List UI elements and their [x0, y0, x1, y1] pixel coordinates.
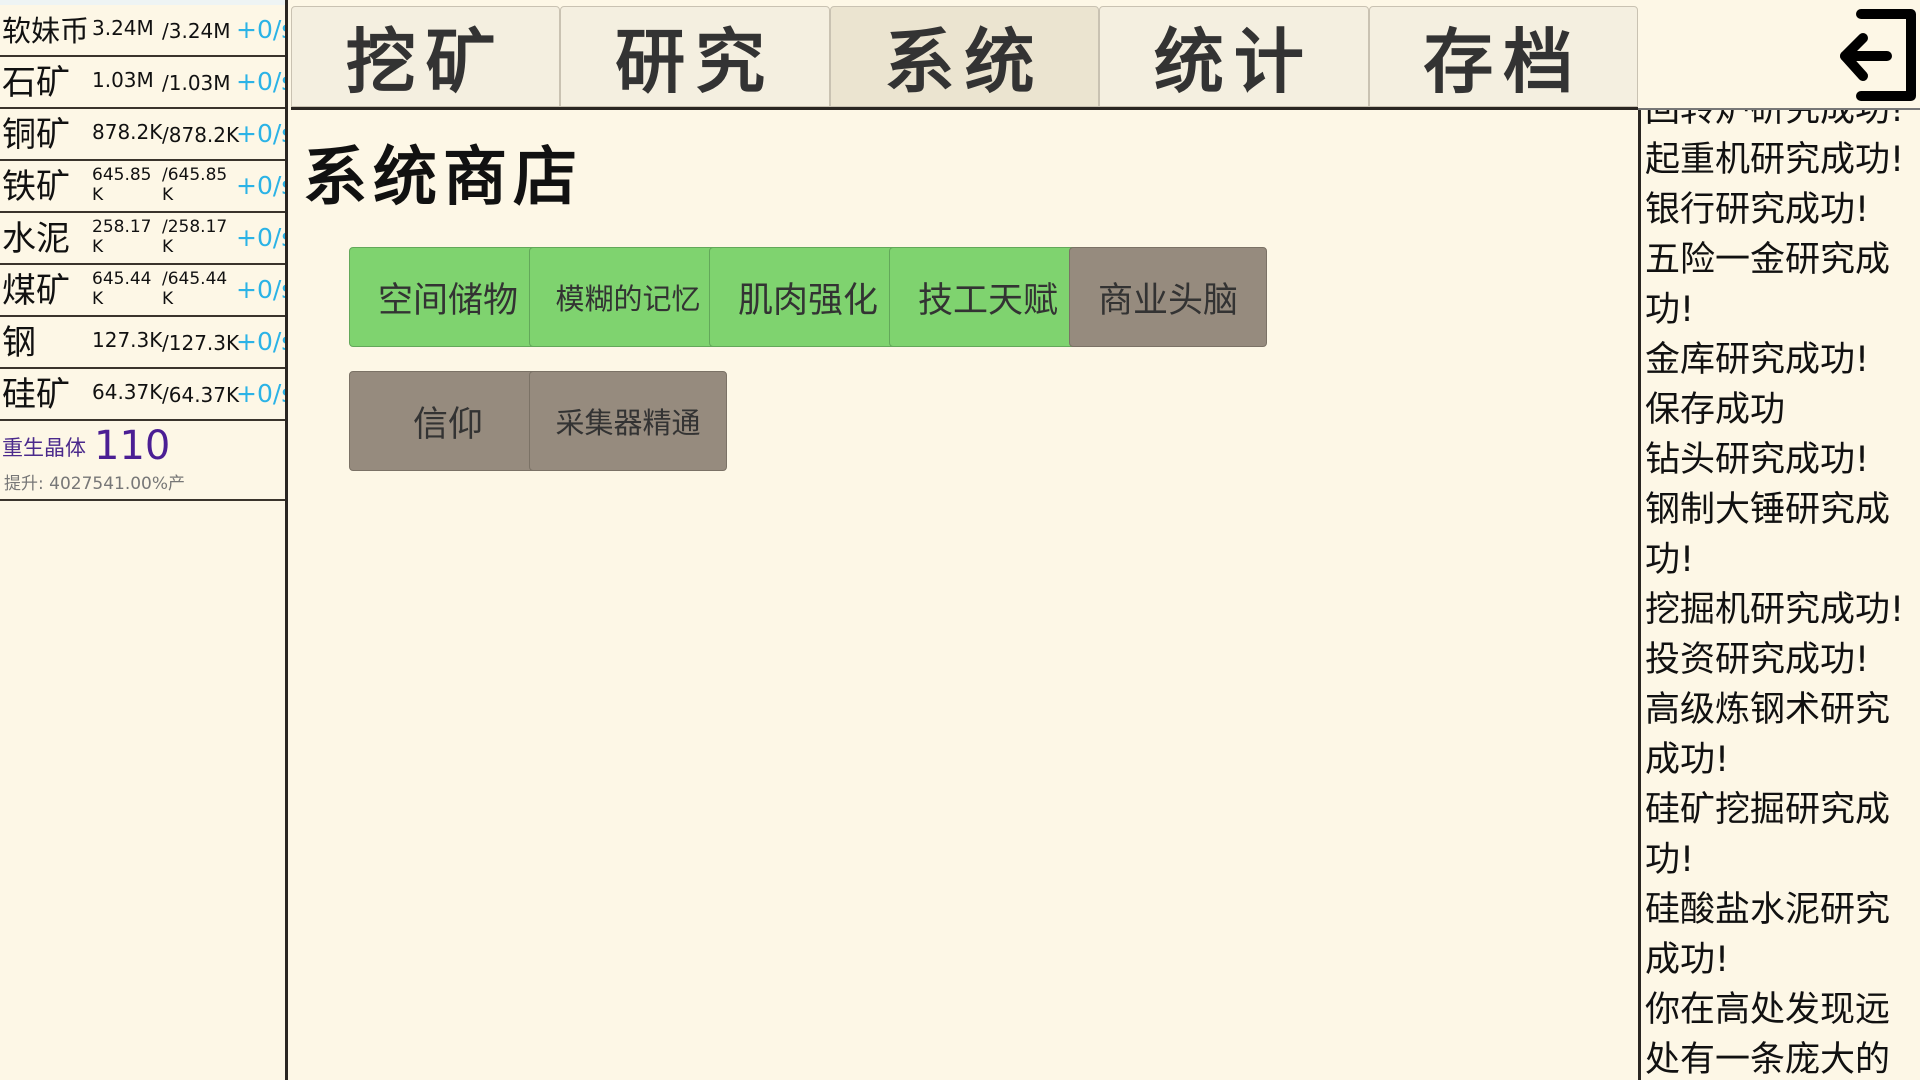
resource-row: 钢 127.3K /127.3K +0/s: [0, 317, 285, 369]
log-entry: 你在高处发现远处有一条庞大的: [1645, 990, 1891, 1080]
log-entry: 挖掘机研究成功!: [1645, 590, 1905, 630]
resource-name: 硅矿: [2, 375, 70, 415]
resource-current: 1.03M: [92, 68, 154, 92]
resource-current: 3.24M: [92, 16, 154, 40]
resource-rate: +0/s: [236, 15, 285, 44]
resource-rate: +0/s: [236, 327, 285, 356]
resource-row: 软妹币 3.24M /3.24M +0/s: [0, 5, 285, 57]
tab-2[interactable]: 研究: [560, 6, 830, 107]
resource-rate: +0/s: [236, 379, 285, 408]
resource-current: 878.2K: [92, 120, 163, 144]
log-entry: 银行研究成功!: [1645, 190, 1870, 230]
resource-max: /258.17 K: [162, 217, 228, 257]
resource-rate: +0/s: [236, 67, 285, 96]
resource-current: 258.17 K: [92, 217, 152, 257]
resource-rate: +0/s: [236, 171, 285, 200]
resource-list: 软妹币 3.24M /3.24M +0/s石矿 1.03M /1.03M +0/…: [0, 5, 285, 421]
resource-rate: +0/s: [236, 119, 285, 148]
log-entry: 硅矿挖掘研究成功!: [1645, 790, 1891, 880]
log-entry: 钢制大锤研究成功!: [1645, 490, 1891, 580]
exit-area: [1638, 0, 1920, 110]
rebirth-label: 重生晶体: [2, 436, 86, 460]
resource-name: 软妹币: [2, 14, 90, 48]
rebirth-row: 重生晶体 110 提升: 4027541.00%产: [0, 421, 285, 501]
resource-max: /127.3K: [162, 331, 240, 355]
tab-3[interactable]: 系统: [829, 6, 1100, 107]
resource-rate: +0/s: [236, 223, 285, 252]
log-entry: 钻头研究成功!: [1645, 440, 1870, 480]
resource-row: 煤矿 645.44 K /645.44 K +0/s: [0, 265, 285, 317]
resource-row: 水泥 258.17 K /258.17 K +0/s: [0, 213, 285, 265]
resource-current: 64.37K: [92, 380, 163, 404]
shop-item-button[interactable]: 模糊的记忆: [529, 247, 727, 347]
shop-item-button[interactable]: 空间储物: [349, 247, 547, 347]
resource-current: 127.3K: [92, 328, 163, 352]
resource-name: 水泥: [2, 219, 70, 259]
shop-item-button[interactable]: 肌肉强化: [709, 247, 907, 347]
resource-name: 铁矿: [2, 167, 70, 207]
tab-1[interactable]: 挖矿: [291, 6, 561, 107]
resource-name: 煤矿: [2, 271, 70, 311]
resource-name: 铜矿: [2, 115, 70, 155]
resource-row: 铜矿 878.2K /878.2K +0/s: [0, 109, 285, 161]
system-shop-panel: 系统商店 空间储物模糊的记忆肌肉强化技工天赋商业头脑信仰采集器精通: [291, 110, 1638, 1080]
resource-max: /878.2K: [162, 123, 240, 147]
log-entry: 金库研究成功!: [1645, 340, 1870, 380]
resource-max: /645.85 K: [162, 165, 228, 205]
resource-max: /3.24M: [162, 19, 231, 43]
resource-panel: 软妹币 3.24M /3.24M +0/s石矿 1.03M /1.03M +0/…: [0, 0, 288, 1080]
tab-5[interactable]: 存档: [1368, 6, 1638, 107]
log-entry: 硅酸盐水泥研究成功!: [1645, 890, 1891, 980]
resource-name: 石矿: [2, 63, 70, 103]
log-entry: 回转炉研究成功!: [1645, 110, 1905, 130]
exit-arrow-icon[interactable]: [1837, 6, 1917, 104]
log-entry: 保存成功: [1645, 390, 1786, 430]
resource-row: 石矿 1.03M /1.03M +0/s: [0, 57, 285, 109]
top-strip: [0, 0, 285, 5]
shop-item-button[interactable]: 信仰: [349, 371, 547, 471]
resource-max: /1.03M: [162, 71, 231, 95]
log-entry: 起重机研究成功!: [1645, 140, 1905, 180]
resource-max: /64.37K: [162, 383, 240, 407]
resource-rate: +0/s: [236, 275, 285, 304]
resource-max: /645.44 K: [162, 269, 228, 309]
shop-item-button[interactable]: 采集器精通: [529, 371, 727, 471]
tab-bar: 挖矿研究系统统计存档: [291, 6, 1638, 110]
log-entry: 五险一金研究成功!: [1645, 240, 1891, 330]
message-log[interactable]: 回转炉研究成功! 起重机研究成功! 银行研究成功! 五险一金研究成功! 金库研究成功! 保…: [1638, 110, 1920, 1080]
resource-row: 硅矿 64.37K /64.37K +0/s: [0, 369, 285, 421]
log-entry: 高级炼钢术研究成功!: [1645, 690, 1891, 780]
rebirth-count: 110: [94, 423, 171, 469]
resource-current: 645.44 K: [92, 269, 152, 309]
resource-name: 钢: [2, 323, 36, 363]
resource-row: 铁矿 645.85 K /645.85 K +0/s: [0, 161, 285, 213]
tab-4[interactable]: 统计: [1099, 6, 1369, 107]
rebirth-boost: 提升: 4027541.00%产: [4, 474, 186, 494]
shop-item-button[interactable]: 商业头脑: [1069, 247, 1267, 347]
resource-current: 645.85 K: [92, 165, 152, 205]
page-title: 系统商店: [303, 141, 583, 215]
log-entry: 投资研究成功!: [1645, 640, 1870, 680]
message-log-content: 回转炉研究成功! 起重机研究成功! 银行研究成功! 五险一金研究成功! 金库研究成功! 保…: [1645, 110, 1917, 1080]
shop-item-button[interactable]: 技工天赋: [889, 247, 1087, 347]
